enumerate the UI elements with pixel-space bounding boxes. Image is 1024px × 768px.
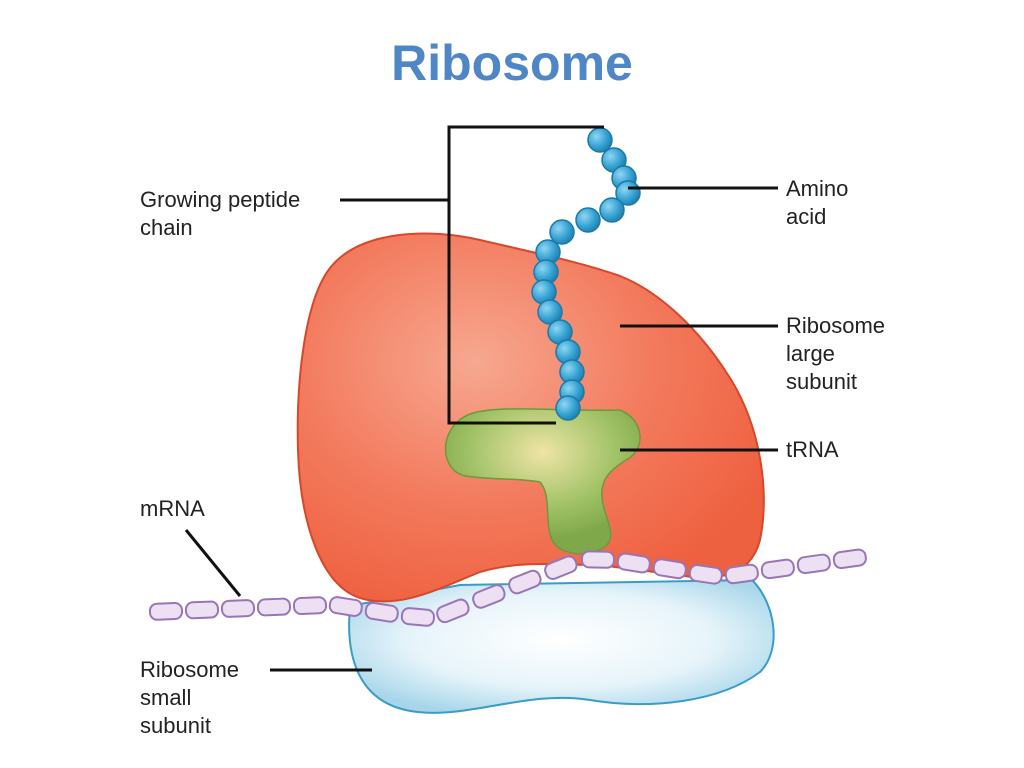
- mrna-strand: [148, 548, 867, 627]
- label-small-line3: subunit: [140, 713, 211, 738]
- label-mrna: mRNA: [140, 495, 205, 523]
- amino-acid-bead: [587, 127, 613, 153]
- small-subunit-shape: [348, 578, 775, 714]
- mrna-segment: [796, 553, 831, 575]
- mrna-segment: [832, 548, 867, 570]
- mrna-segment: [472, 584, 506, 609]
- label-large-line3: subunit: [786, 369, 857, 394]
- mrna-segment: [364, 601, 399, 623]
- amino-acid-bead: [575, 207, 601, 233]
- amino-acid-bead: [555, 395, 581, 421]
- mrna-segment: [148, 602, 184, 621]
- mrna-segment: [328, 596, 363, 617]
- label-peptide-line2: chain: [140, 215, 193, 240]
- mrna-segment: [652, 558, 687, 580]
- label-peptide-line1: Growing peptide: [140, 187, 301, 212]
- label-trna-text: tRNA: [786, 437, 839, 462]
- page-title: Ribosome: [391, 35, 633, 91]
- label-small-line1: Ribosome: [140, 657, 240, 682]
- mrna-segment: [436, 598, 470, 624]
- label-growing-peptide-chain: Growing peptide chain: [140, 186, 300, 242]
- mrna-segment: [544, 555, 578, 580]
- mrna-segment: [184, 600, 220, 620]
- mrna-segment: [724, 563, 759, 585]
- label-amino-line1: Amino: [786, 176, 849, 201]
- label-trna: tRNA: [786, 436, 839, 464]
- amino-acid-bead: [537, 299, 563, 325]
- peptide-chain: [531, 127, 641, 421]
- mrna-segment: [220, 599, 256, 618]
- amino-acid-bead: [549, 219, 575, 245]
- mrna-segment: [688, 564, 723, 585]
- mrna-segment: [616, 552, 651, 574]
- mrna-segment: [508, 569, 542, 595]
- leader-line-mrna: [184, 529, 242, 597]
- label-large-line1: Ribosome: [786, 313, 886, 338]
- mrna-segment: [256, 597, 292, 617]
- label-amino-line2: acid: [786, 204, 827, 229]
- mrna-segment: [760, 558, 795, 580]
- label-small-line2: small: [140, 685, 192, 710]
- peptide-bracket: [447, 125, 604, 425]
- label-amino-acid: Amino acid: [786, 175, 848, 231]
- mrna-segment: [580, 550, 616, 569]
- amino-acid-bead: [599, 197, 625, 223]
- trna-shape: [444, 408, 641, 555]
- label-mrna-text: mRNA: [140, 496, 205, 521]
- mrna-segment: [400, 607, 435, 627]
- label-ribosome-large-subunit: Ribosome large subunit: [786, 312, 885, 396]
- mrna-segment: [292, 596, 328, 615]
- label-large-line2: large: [786, 341, 835, 366]
- label-ribosome-small-subunit: Ribosome small subunit: [140, 656, 239, 740]
